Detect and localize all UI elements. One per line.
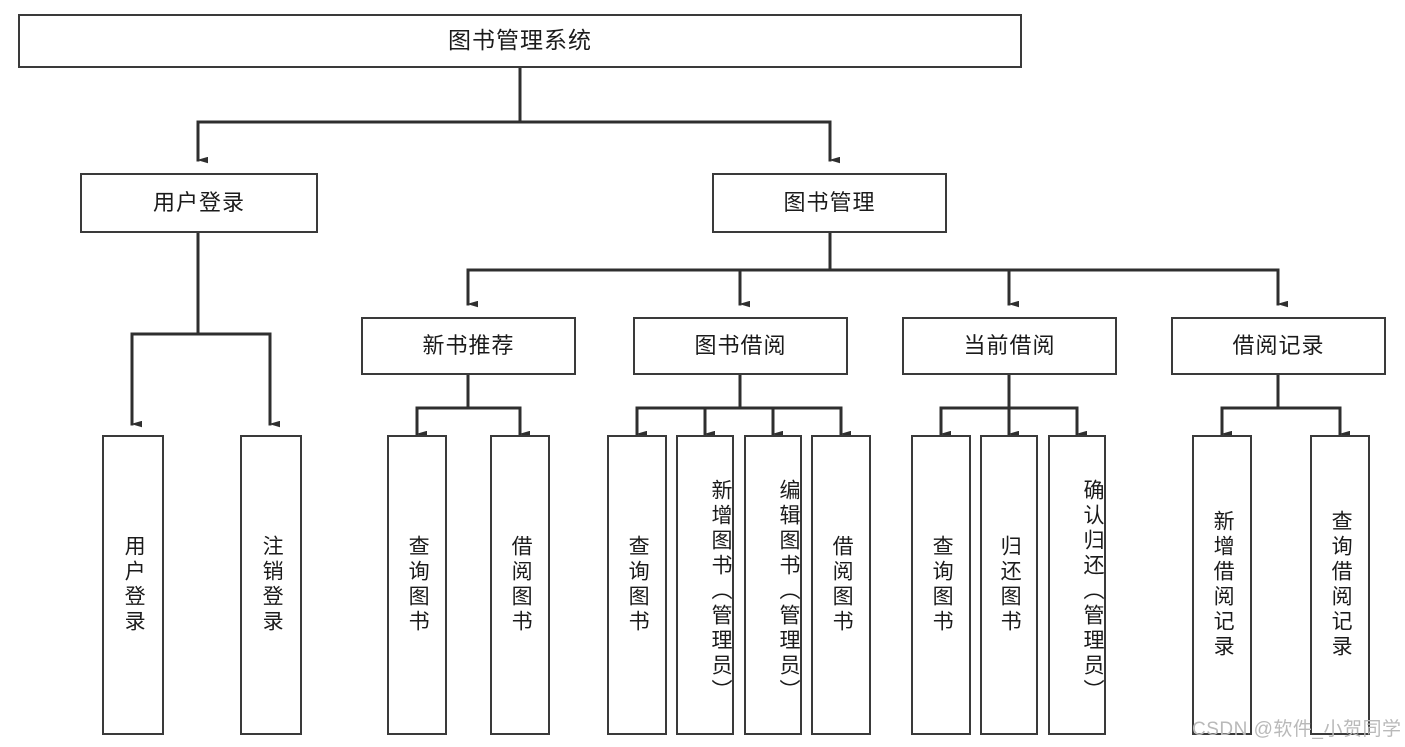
leaf-new-book-borrow-book[interactable]: 借阅图书 <box>490 435 550 735</box>
node-current-borrow[interactable]: 当前借阅 <box>902 317 1117 375</box>
node-user-login[interactable]: 用户登录 <box>80 173 318 233</box>
leaf-book-borrow-query-book[interactable]: 查询图书 <box>607 435 667 735</box>
leaf-current-borrow-query-book[interactable]: 查询图书 <box>911 435 971 735</box>
leaf-book-borrow-add-book-admin[interactable]: 新增图书（管理员） <box>676 435 734 735</box>
leaf-book-borrow-borrow-book[interactable]: 借阅图书 <box>811 435 871 735</box>
node-borrow-record[interactable]: 借阅记录 <box>1171 317 1386 375</box>
node-book-management[interactable]: 图书管理 <box>712 173 947 233</box>
leaf-user-login-logout[interactable]: 注销登录 <box>240 435 302 735</box>
leaf-current-borrow-return-book[interactable]: 归还图书 <box>980 435 1038 735</box>
leaf-borrow-record-query-record[interactable]: 查询借阅记录 <box>1310 435 1370 735</box>
leaf-borrow-record-add-record[interactable]: 新增借阅记录 <box>1192 435 1252 735</box>
leaf-user-login-login[interactable]: 用户登录 <box>102 435 164 735</box>
node-root-system[interactable]: 图书管理系统 <box>18 14 1022 68</box>
leaf-book-borrow-edit-book-admin[interactable]: 编辑图书（管理员） <box>744 435 802 735</box>
csdn-watermark: CSDN @软件_小贺同学 <box>1192 719 1402 740</box>
node-new-book-recommend[interactable]: 新书推荐 <box>361 317 576 375</box>
node-book-borrow[interactable]: 图书借阅 <box>633 317 848 375</box>
leaf-new-book-query-book[interactable]: 查询图书 <box>387 435 447 735</box>
leaf-current-borrow-confirm-return-admin[interactable]: 确认归还（管理员） <box>1048 435 1106 735</box>
